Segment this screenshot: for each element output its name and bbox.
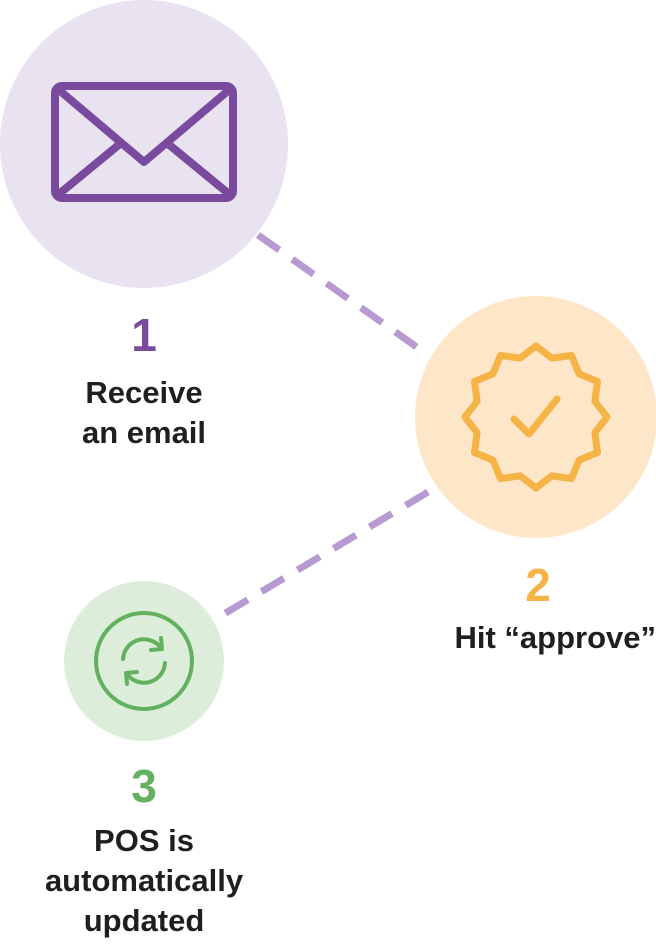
step-1-number: 1 — [131, 309, 157, 361]
connector-step1-step2 — [255, 232, 431, 358]
step-3-label-line: POS is — [94, 823, 194, 858]
step-3-label: POS is automatically updated — [14, 821, 274, 941]
step-3-circle — [64, 581, 224, 741]
step-3-number: 3 — [131, 760, 157, 812]
step-1-circle — [0, 0, 288, 288]
step-3-label-line: updated — [83, 903, 205, 938]
refresh-icon — [94, 611, 194, 711]
step-1-label-line: Receive — [85, 375, 203, 410]
step-1-label-line: an email — [81, 415, 207, 450]
connector-step2-step3 — [212, 488, 430, 624]
step-3-label-line: automatically — [44, 863, 244, 898]
step-2-circle — [415, 296, 656, 538]
step-2-label-line: Hit “approve” — [454, 620, 656, 655]
badge-check-icon — [461, 342, 611, 492]
envelope-icon — [51, 82, 237, 202]
step-2-number: 2 — [525, 559, 551, 611]
step-1-label: Receive an email — [44, 373, 244, 453]
step-2-label: Hit “approve” — [406, 618, 656, 658]
